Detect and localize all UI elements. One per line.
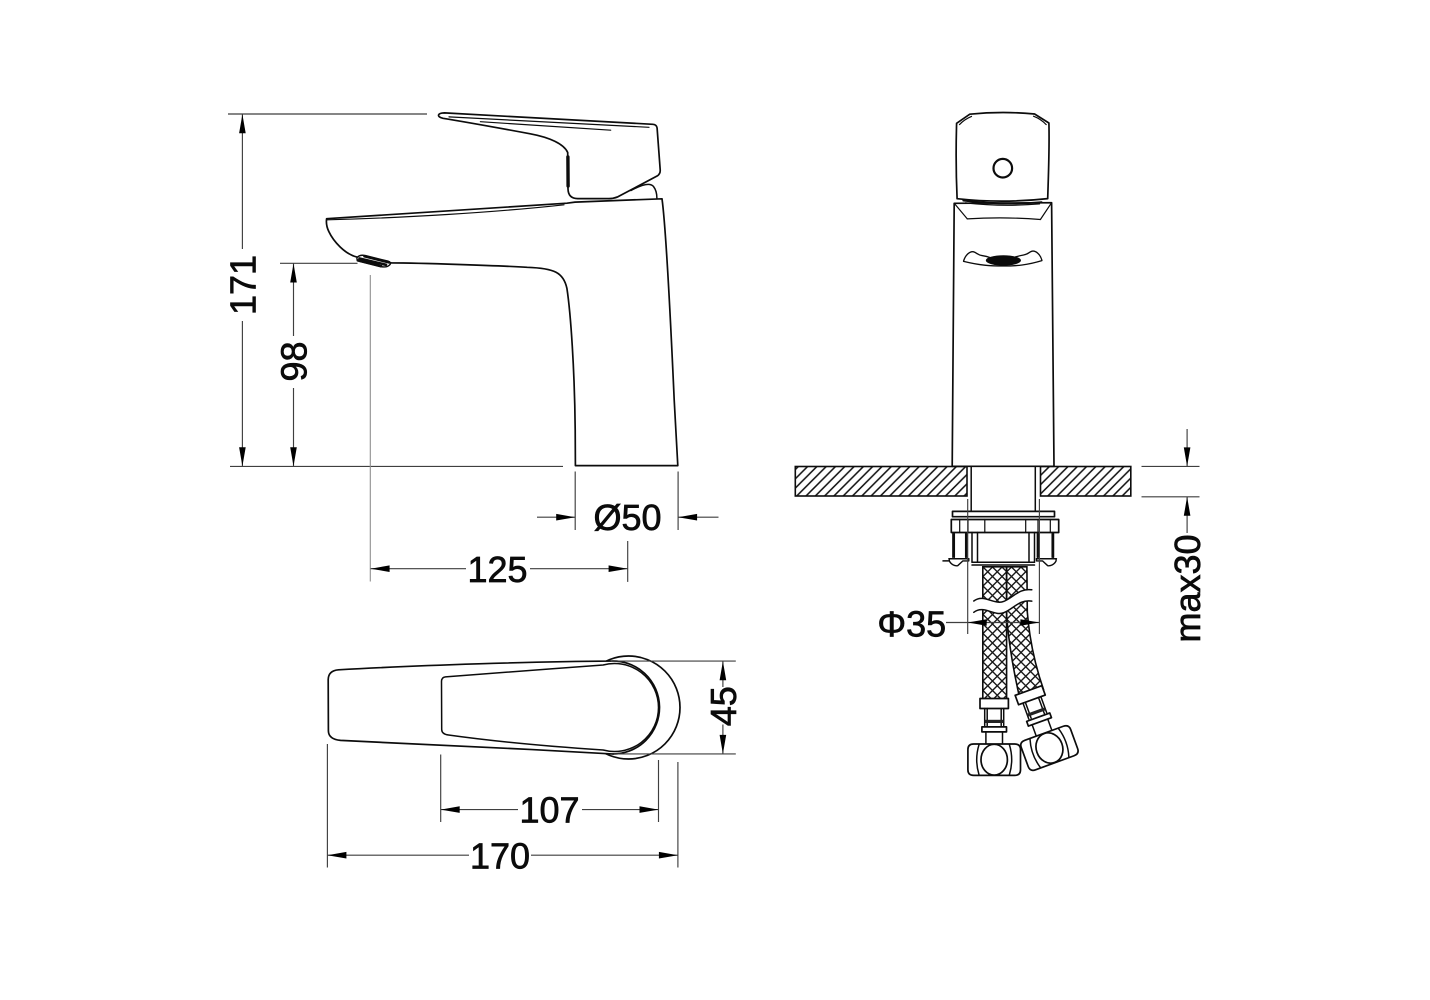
svg-text:125: 125 bbox=[467, 549, 527, 590]
svg-text:max30: max30 bbox=[1167, 534, 1208, 642]
svg-text:170: 170 bbox=[470, 836, 530, 877]
svg-text:98: 98 bbox=[274, 341, 315, 381]
svg-text:Ø50: Ø50 bbox=[593, 497, 661, 538]
svg-text:45: 45 bbox=[703, 686, 744, 726]
svg-text:171: 171 bbox=[223, 255, 264, 315]
svg-text:107: 107 bbox=[519, 790, 579, 831]
svg-text:Φ35: Φ35 bbox=[877, 604, 946, 645]
